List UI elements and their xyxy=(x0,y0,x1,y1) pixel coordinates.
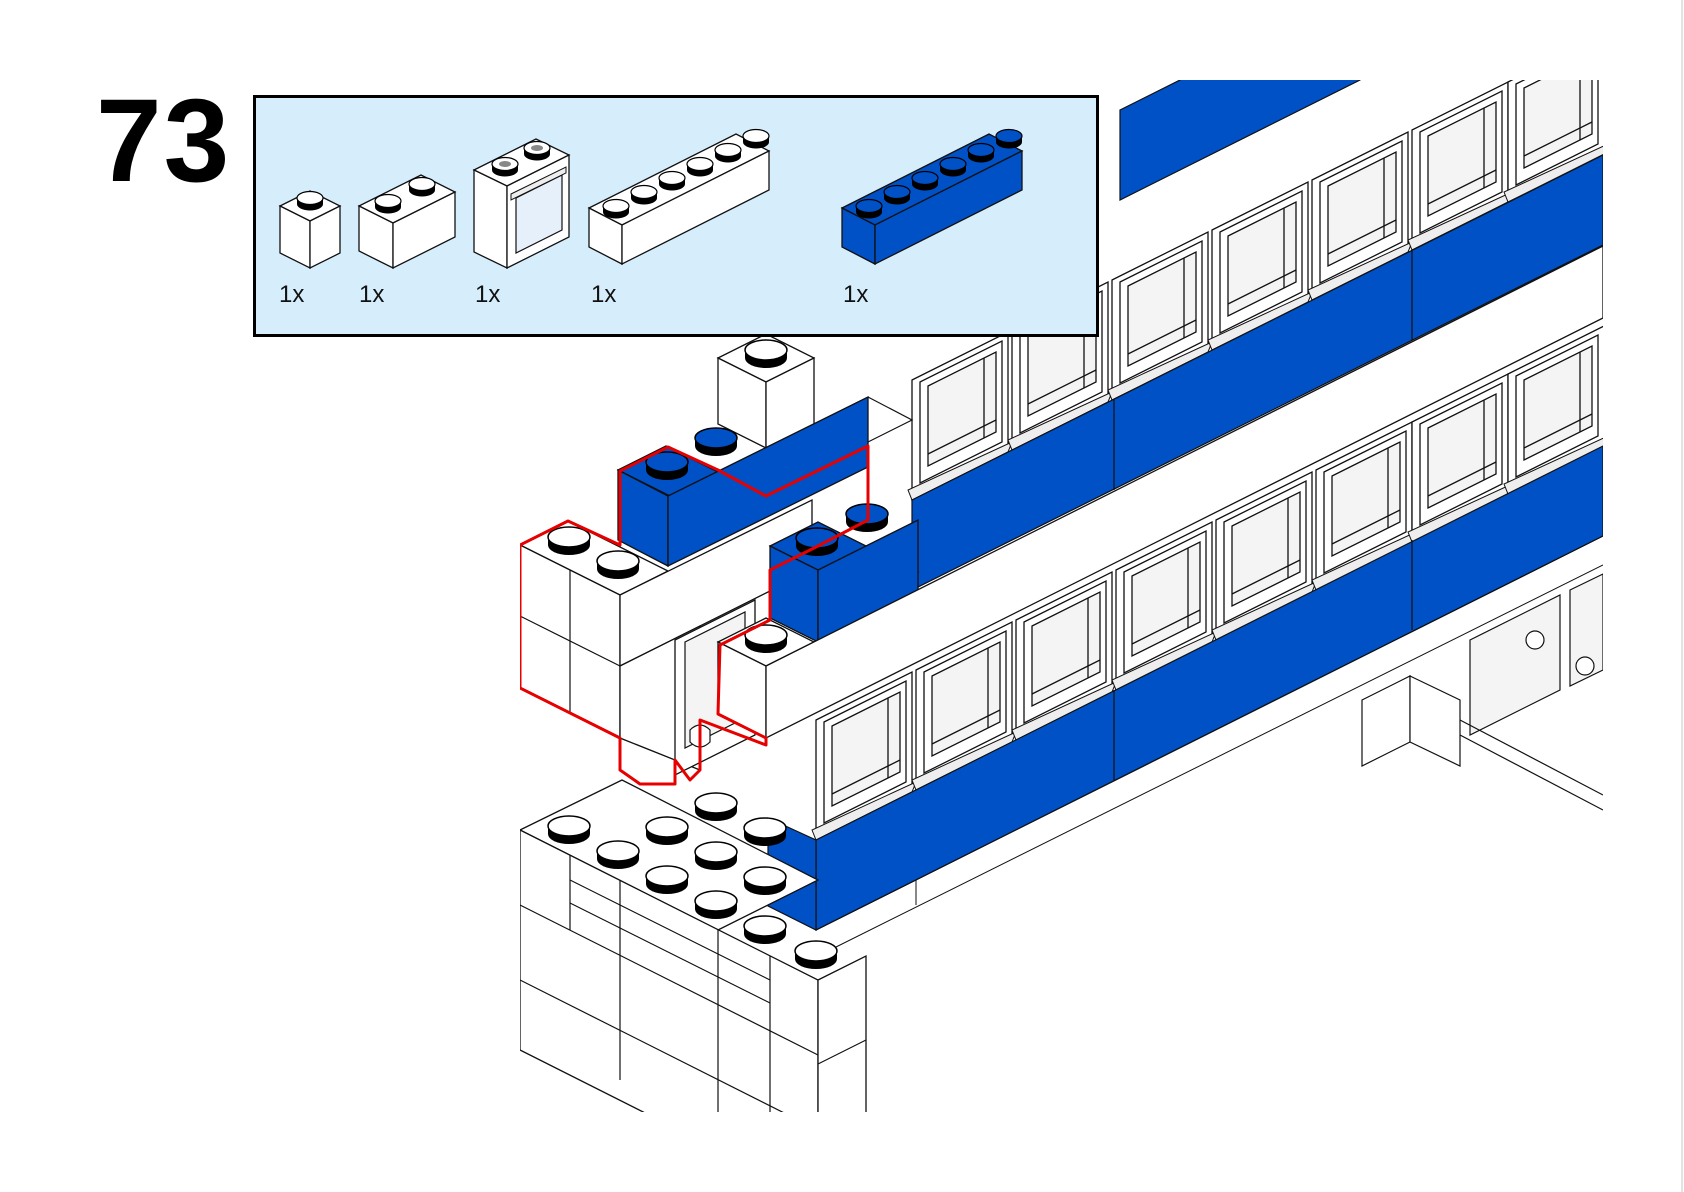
new-part-highlight-outline xyxy=(520,444,870,786)
base-structure xyxy=(520,779,867,1112)
part-window-1x2x2-white xyxy=(472,138,571,270)
part-quantity-brick-1x1: 1x xyxy=(279,281,305,308)
part-brick-1x6-white xyxy=(587,128,771,266)
new-parts xyxy=(520,245,1603,786)
page-edge xyxy=(1681,0,1683,1192)
door-knob-icon xyxy=(1525,630,1545,650)
part-quantity-brick-1x6-white: 1x xyxy=(591,281,617,308)
door-area xyxy=(1361,573,1603,811)
part-quantity-brick-1x6-blue: 1x xyxy=(843,281,869,308)
model-clip-group xyxy=(520,80,1603,1112)
step-number: 73 xyxy=(96,75,232,207)
parts-callout: 1x 1x 1x 1x 1x xyxy=(253,95,1099,337)
part-brick-1x1-white xyxy=(278,190,342,270)
blue-stripe-top xyxy=(1119,80,1361,201)
part-quantity-brick-1x2: 1x xyxy=(359,281,385,308)
part-quantity-window: 1x xyxy=(475,281,501,308)
part-brick-1x6-blue xyxy=(840,128,1024,266)
part-brick-1x2-white xyxy=(357,174,457,270)
